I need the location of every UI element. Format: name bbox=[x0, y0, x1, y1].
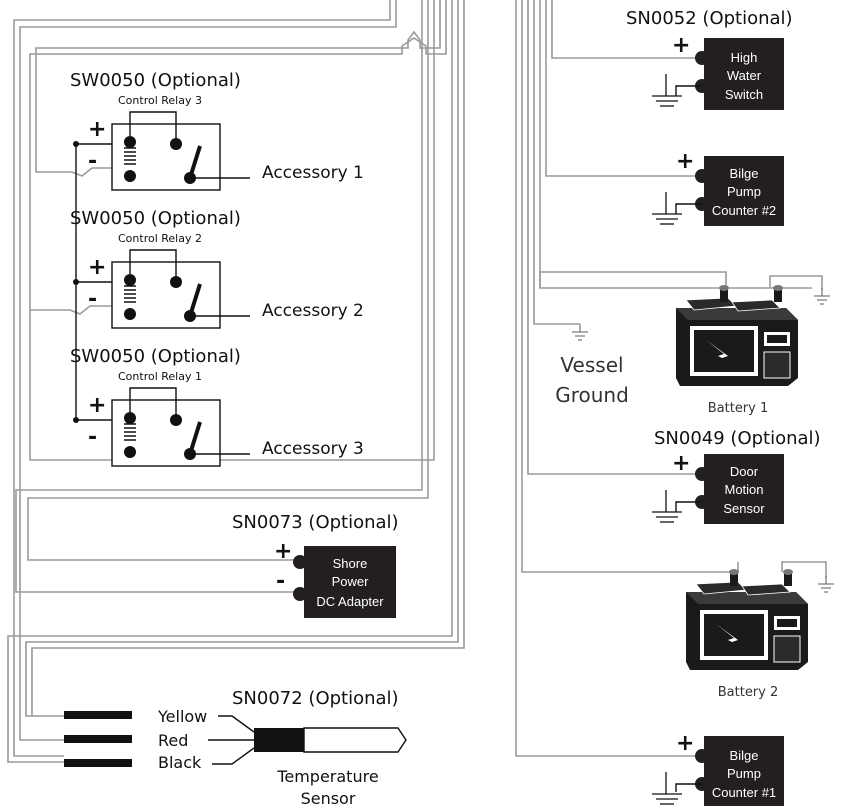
plus-sign: + bbox=[672, 451, 690, 476]
high-water-title: SN0052 (Optional) bbox=[626, 8, 793, 29]
battery-2: Battery 2 bbox=[685, 568, 809, 700]
battery-icon bbox=[675, 284, 799, 387]
wire-label-red: Red bbox=[158, 731, 188, 750]
minus-sign: - bbox=[88, 425, 97, 450]
minus-sign: - bbox=[276, 569, 285, 594]
minus-sign: - bbox=[88, 149, 97, 174]
svg-text:Vessel: Vessel bbox=[560, 353, 623, 377]
plus-sign: + bbox=[274, 539, 292, 564]
relay-positive-bus bbox=[73, 141, 126, 423]
svg-text:Sensor: Sensor bbox=[723, 501, 765, 516]
plus-sign: + bbox=[672, 33, 690, 58]
svg-text:Door: Door bbox=[730, 464, 759, 479]
battery-1: Battery 1 bbox=[675, 284, 799, 416]
relay-1: SW0050 (Optional) Control Relay 1 + - Ac… bbox=[70, 346, 364, 467]
plus-sign: + bbox=[676, 731, 694, 756]
wire-label-black: Black bbox=[158, 753, 202, 772]
relay-title: SW0050 (Optional) bbox=[70, 208, 241, 229]
svg-text:Bilge: Bilge bbox=[730, 166, 759, 181]
svg-text:Shore: Shore bbox=[333, 556, 368, 571]
svg-text:Counter #1: Counter #1 bbox=[712, 785, 776, 800]
sensor-sleeve bbox=[254, 728, 304, 752]
temp-title: SN0072 (Optional) bbox=[232, 688, 399, 709]
vessel-ground: Vessel Ground bbox=[555, 353, 629, 407]
relay-3: SW0050 (Optional) Control Relay 3 + - Ac… bbox=[70, 70, 364, 191]
svg-text:Switch: Switch bbox=[725, 87, 763, 102]
plus-sign: + bbox=[88, 117, 106, 142]
svg-text:Bilge: Bilge bbox=[730, 748, 759, 763]
temperature-sensor: SN0072 (Optional) Yellow Red Black Tempe… bbox=[64, 688, 407, 808]
bilge-pump-counter-2: + Bilge Pump Counter #2 bbox=[651, 149, 784, 226]
relay-subtitle: Control Relay 1 bbox=[118, 370, 202, 383]
relay-subtitle: Control Relay 3 bbox=[118, 94, 202, 107]
svg-text:DC Adapter: DC Adapter bbox=[316, 594, 384, 609]
svg-text:Counter #2: Counter #2 bbox=[712, 203, 776, 218]
svg-text:Ground: Ground bbox=[555, 383, 629, 407]
svg-text:Temperature: Temperature bbox=[276, 767, 378, 786]
relay-2: SW0050 (Optional) Control Relay 2 + - Ac… bbox=[70, 208, 364, 329]
high-water-switch: SN0052 (Optional) + High Water Switch bbox=[626, 8, 793, 110]
battery-icon bbox=[685, 568, 809, 671]
svg-text:Pump: Pump bbox=[727, 184, 761, 199]
door-title: SN0049 (Optional) bbox=[654, 428, 821, 449]
wire-label-yellow: Yellow bbox=[157, 707, 207, 726]
device-body bbox=[704, 156, 784, 226]
shore-title: SN0073 (Optional) bbox=[232, 512, 399, 533]
svg-text:Water: Water bbox=[727, 68, 762, 83]
relay-title: SW0050 (Optional) bbox=[70, 70, 241, 91]
plus-sign: + bbox=[88, 255, 106, 280]
bilge-pump-counter-1: + Bilge Pump Counter #1 bbox=[651, 731, 784, 806]
device-body bbox=[704, 38, 784, 110]
relay-output-label: Accessory 2 bbox=[262, 301, 364, 321]
device-body bbox=[704, 454, 784, 524]
relay-title: SW0050 (Optional) bbox=[70, 346, 241, 367]
right-wire-harness bbox=[515, 0, 827, 757]
plus-sign: + bbox=[676, 149, 694, 174]
svg-text:Battery 2: Battery 2 bbox=[718, 685, 779, 700]
device-body bbox=[704, 736, 784, 806]
door-motion-sensor: SN0049 (Optional) + Door Motion Sensor bbox=[651, 428, 821, 524]
svg-text:Battery 1: Battery 1 bbox=[708, 401, 769, 416]
svg-text:Power: Power bbox=[332, 574, 370, 589]
relay-output-label: Accessory 1 bbox=[262, 163, 364, 183]
shore-power-adapter: SN0073 (Optional) + - Shore Power DC Ada… bbox=[232, 512, 399, 618]
svg-text:Sensor: Sensor bbox=[301, 789, 356, 808]
svg-text:Pump: Pump bbox=[727, 766, 761, 781]
svg-text:High: High bbox=[731, 50, 758, 65]
plus-sign: + bbox=[88, 393, 106, 418]
relay-subtitle: Control Relay 2 bbox=[118, 232, 202, 245]
device-body bbox=[304, 546, 396, 618]
left-wire-harness bbox=[7, 0, 465, 763]
minus-sign: - bbox=[88, 287, 97, 312]
sensor-probe bbox=[303, 727, 407, 753]
svg-text:Motion: Motion bbox=[724, 482, 763, 497]
relay-output-label: Accessory 3 bbox=[262, 439, 364, 459]
